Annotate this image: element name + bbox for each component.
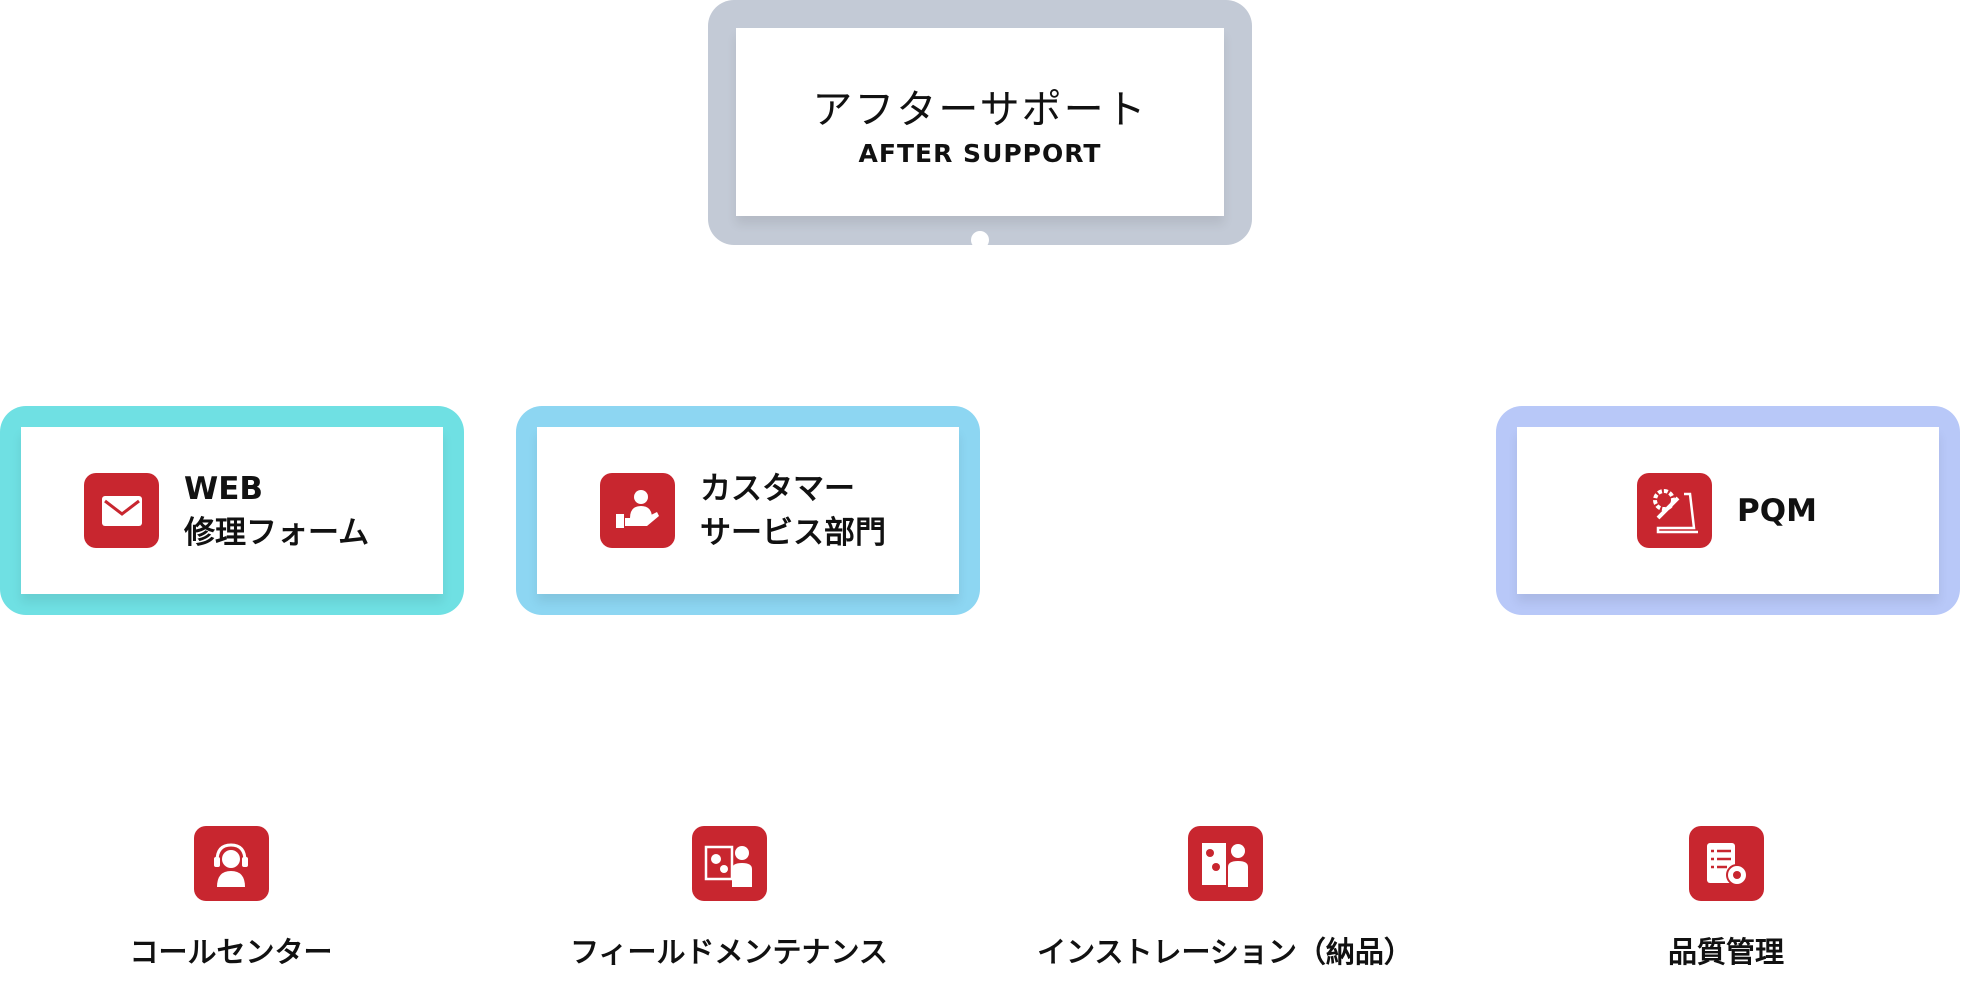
quality-maintenance-icon (1637, 473, 1712, 548)
customer-service-node: カスタマーサービス部門 (516, 406, 980, 615)
customer-label: カスタマー (700, 470, 855, 507)
service-label: フィールドメンテナンス (570, 935, 888, 969)
connector-dot (971, 231, 989, 249)
service-quality-control: 品質管理 (1576, 826, 1876, 971)
service-label: インストレーション（納品） (1037, 935, 1413, 969)
node-subtitle: AFTER SUPPORT (858, 138, 1102, 168)
pqm-node: PQM (1496, 406, 1960, 615)
service-field-maintenance: フィールドメンテナンス (570, 826, 888, 971)
service-label: コールセンター (129, 935, 333, 969)
field-engineer-icon (691, 826, 767, 901)
customer-service-icon (600, 473, 675, 548)
pqm-label: PQM (1737, 492, 1817, 529)
service-installation: インストレーション（納品） (1037, 826, 1413, 971)
service-label: 品質管理 (1667, 935, 1784, 969)
mail-icon (84, 473, 159, 548)
node-title: アフターサポート (812, 86, 1148, 133)
service-dept-label: サービス部門 (700, 514, 886, 551)
web-label: WEB (184, 470, 263, 507)
web-repair-form-node: WEB 修理フォーム (0, 406, 464, 615)
after-support-node: アフターサポート AFTER SUPPORT (708, 0, 1252, 249)
quality-checklist-icon (1688, 826, 1764, 901)
installation-icon (1187, 826, 1263, 901)
headset-operator-icon (193, 826, 269, 901)
repair-form-label: 修理フォーム (184, 514, 370, 551)
service-call-center: コールセンター (81, 826, 381, 971)
